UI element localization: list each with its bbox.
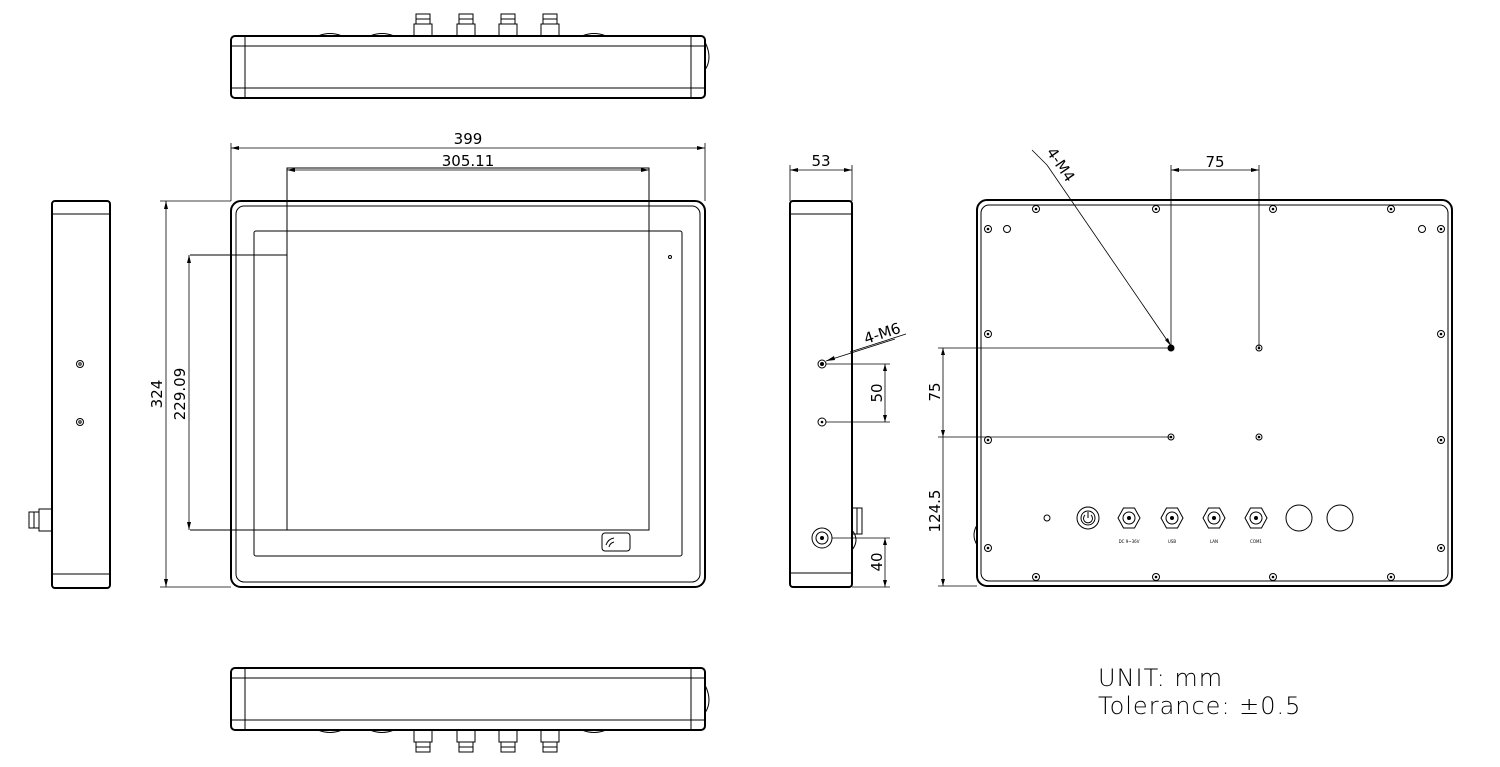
connector-label-com: COM1 (1250, 539, 1262, 544)
vesa-horizontal-label: 75 (1205, 153, 1224, 171)
side-screw-label: 4-M6 (862, 319, 903, 348)
front-dimensions (160, 143, 706, 588)
vesa-bottom-offset-label: 124.5 (926, 490, 944, 533)
right-side-view (789, 200, 863, 588)
left-side-connector (28, 508, 53, 532)
overall-width-label: 399 (454, 130, 483, 148)
rear-perimeter-screws (984, 205, 1445, 581)
rear-connector-ports (1117, 507, 1268, 529)
rear-dimensions (938, 149, 1260, 587)
active-height-label: 229.09 (171, 368, 189, 421)
left-side-view (28, 200, 111, 589)
side-screw-spacing-label: 50 (868, 383, 886, 402)
top-connectors (413, 13, 560, 37)
vesa-vertical-label: 75 (926, 382, 944, 401)
connector-label-lan: LAN (1210, 539, 1218, 544)
top-view (230, 13, 710, 99)
side-connector-offset-label: 40 (868, 552, 886, 571)
front-view (190, 167, 706, 588)
rear-screw-label: 4-M4 (1043, 144, 1079, 185)
vesa-holes (1167, 344, 1263, 441)
overall-height-label: 324 (148, 380, 166, 409)
depth-label: 53 (811, 152, 830, 170)
connector-label-power: DC 9~36V (1119, 539, 1140, 544)
bottom-connectors (413, 729, 560, 753)
tolerance-note: Tolerance: ±0.5 (1098, 692, 1302, 720)
unit-note: UNIT: mm (1098, 664, 1224, 692)
nfc-icon (601, 532, 631, 552)
power-button-icon (1076, 506, 1100, 530)
connector-label-usb: USB (1168, 539, 1176, 544)
active-width-label: 305.11 (442, 152, 495, 170)
side-dimensions (789, 165, 907, 588)
bottom-view (230, 667, 710, 753)
rear-view (973, 199, 1453, 587)
